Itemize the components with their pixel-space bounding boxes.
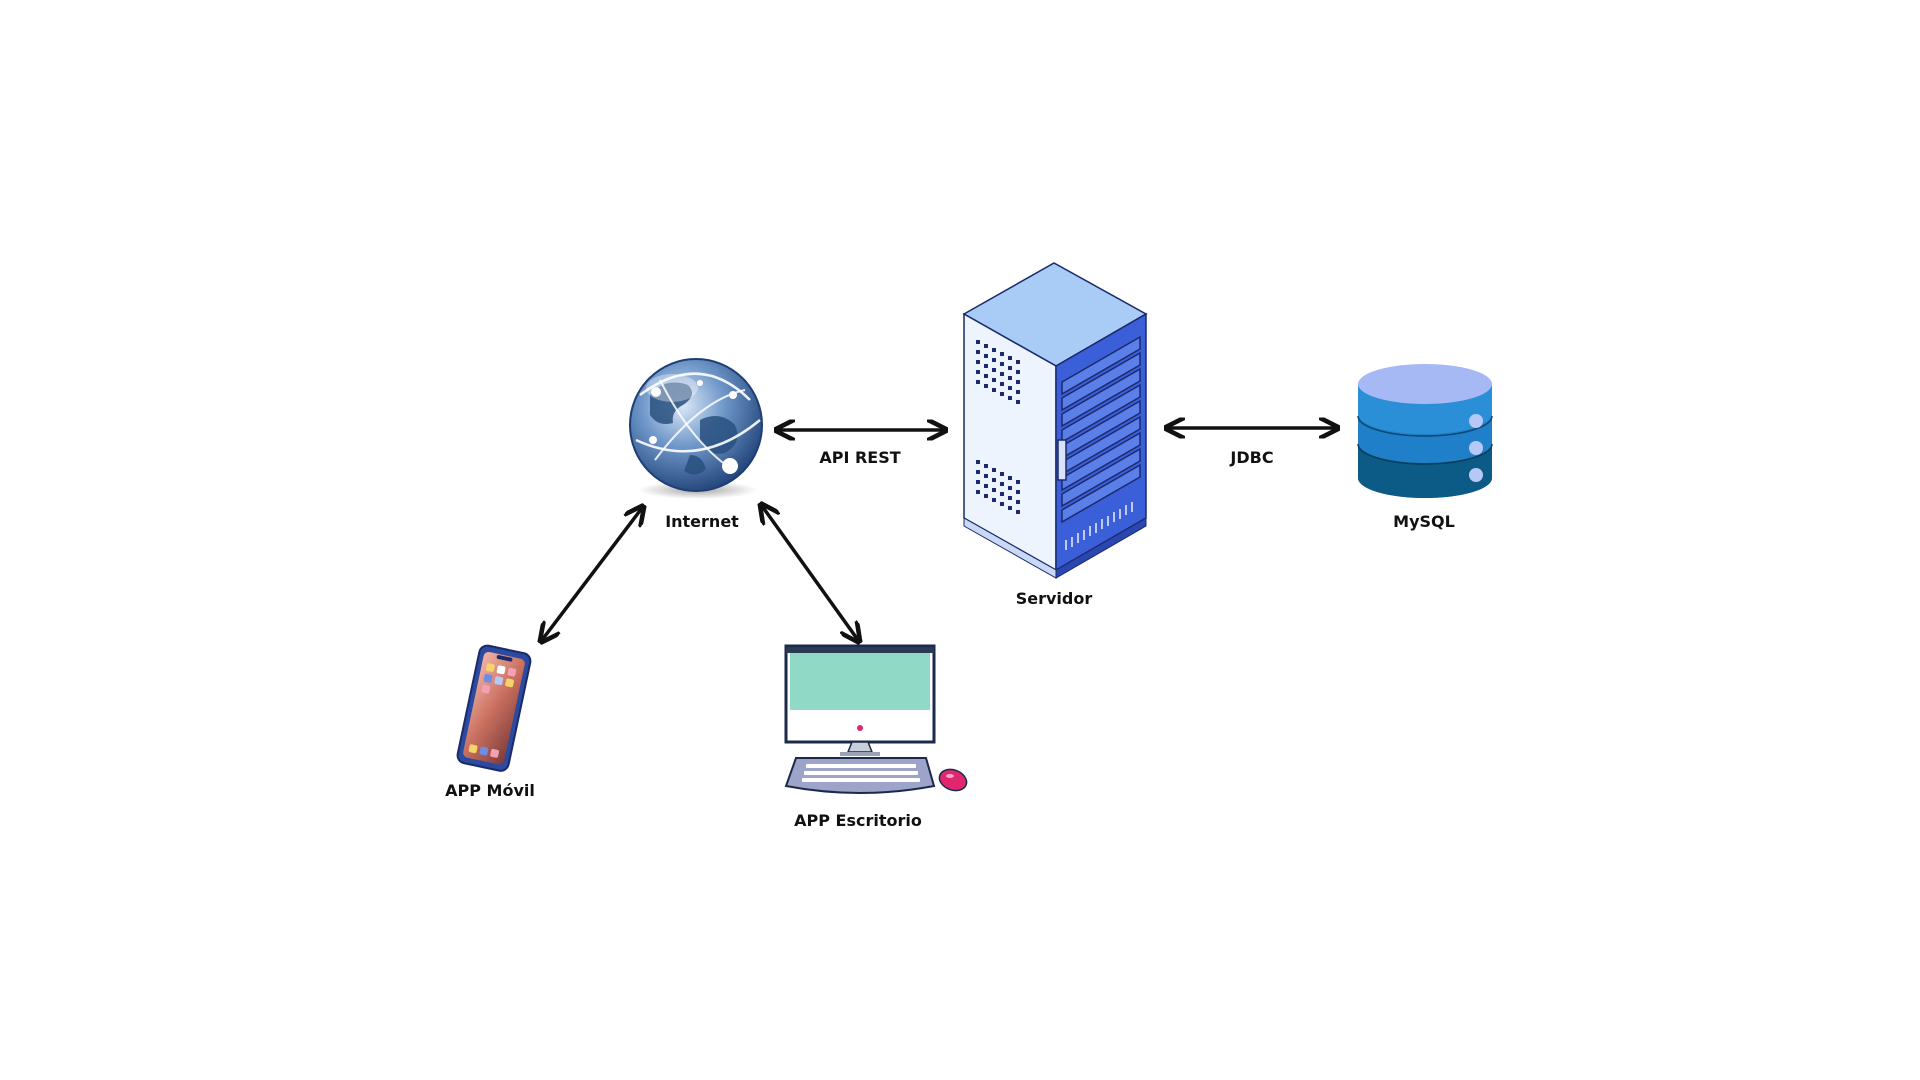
node-label-app-escritorio: APP Escritorio [794,811,922,830]
edge-escritorio-internet [762,506,858,640]
edge-servidor-mysql: JDBC [1168,428,1336,467]
edge-movil-internet [542,508,642,640]
server-vent-top [976,340,1020,404]
node-label-servidor: Servidor [1016,589,1093,608]
node-label-mysql: MySQL [1393,512,1455,531]
server-vent-bottom [976,460,1020,514]
desktop-computer-icon [784,644,968,794]
node-label-internet: Internet [665,512,739,531]
node-mysql: MySQL [1357,364,1493,531]
node-label-app-movil: APP Móvil [445,781,535,800]
node-app-movil: APP Móvil [445,644,535,800]
database-icon [1357,364,1493,498]
server-handle [1057,439,1067,481]
edge-label-jdbc: JDBC [1229,448,1273,467]
edge-internet-servidor: API REST [778,430,944,467]
smartphone-icon [456,644,532,772]
server-front-grille [1065,502,1133,550]
edge-label-api-rest: API REST [819,448,900,467]
server-units [1061,335,1141,524]
keyboard-keys [802,764,920,782]
server-rack-icon [962,262,1148,579]
node-app-escritorio: APP Escritorio [784,644,968,830]
node-internet: Internet [629,358,763,531]
node-servidor: Servidor [962,262,1148,608]
globe-icon [629,358,763,499]
